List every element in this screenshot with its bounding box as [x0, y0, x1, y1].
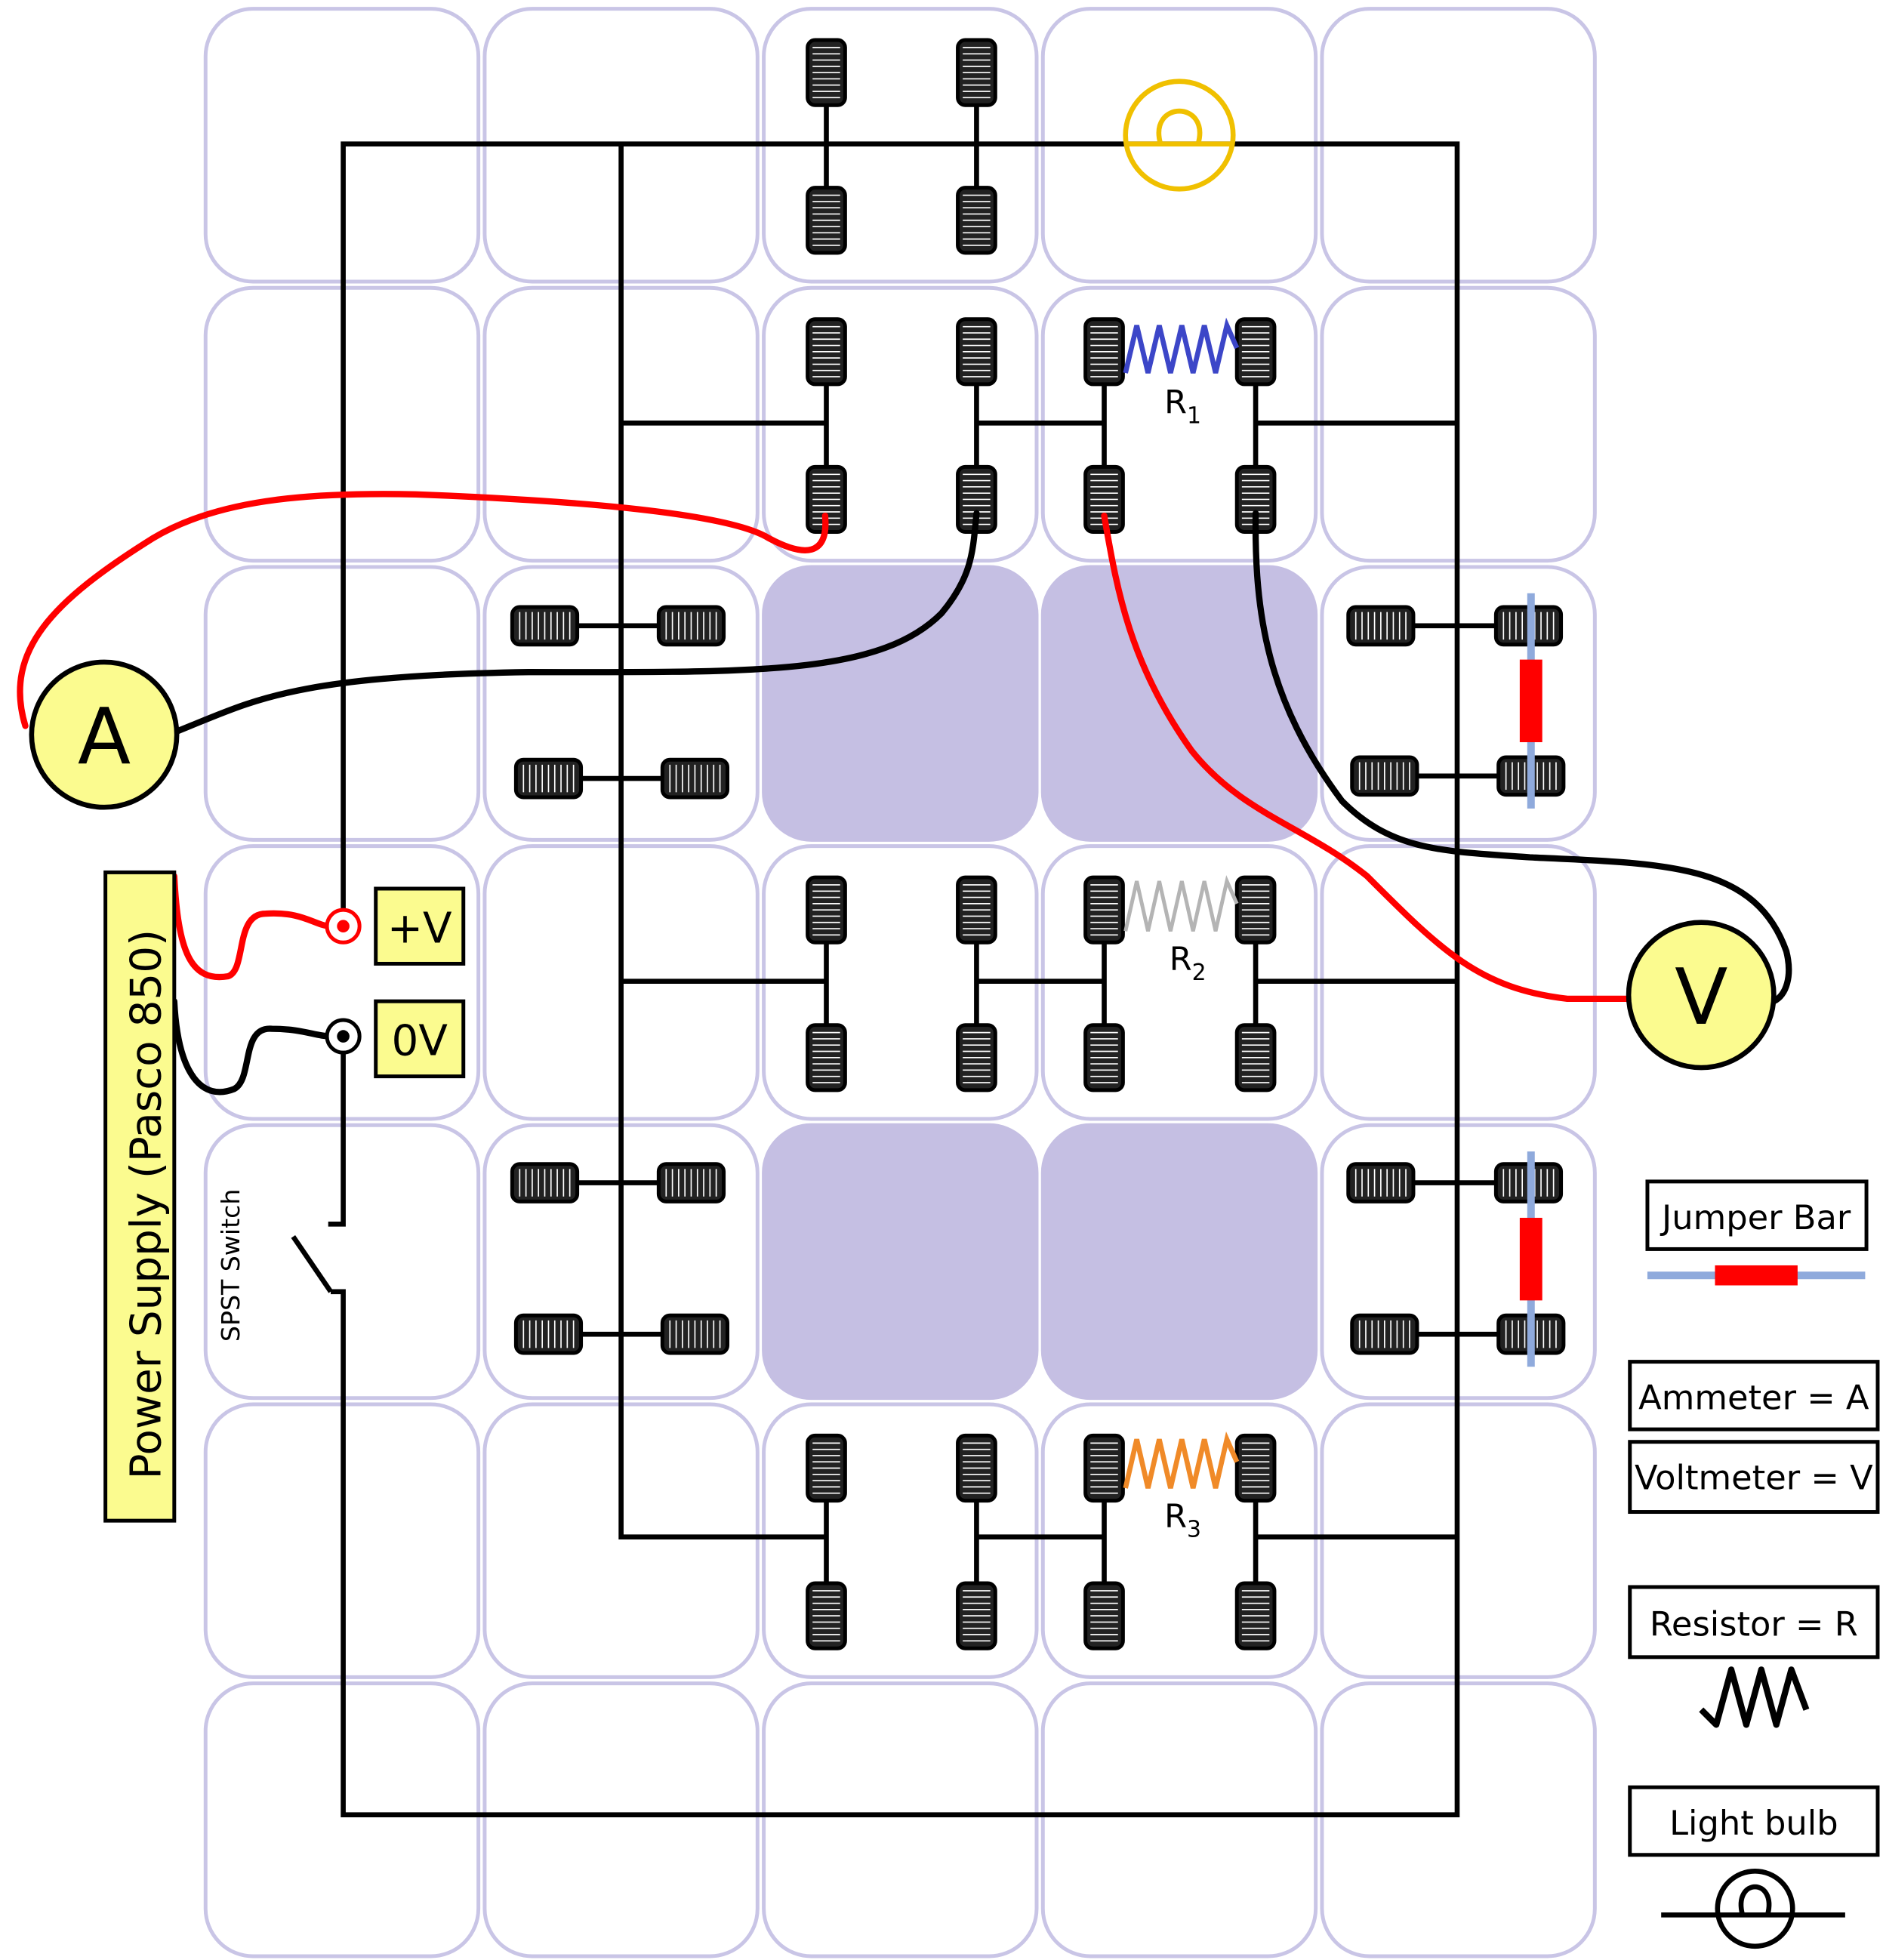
terminal-pad[interactable]: [806, 186, 847, 255]
switch-blade: [291, 1234, 333, 1293]
terminal-pad[interactable]: [806, 1023, 847, 1092]
terminal-pad[interactable]: [1083, 1433, 1125, 1503]
terminal-pad[interactable]: [806, 317, 847, 387]
legend-bulb: Light bulb: [1669, 1803, 1838, 1843]
terminal-pad[interactable]: [1083, 875, 1125, 945]
terminal-pad[interactable]: [1234, 1581, 1277, 1650]
jumper-bar: [1519, 593, 1542, 809]
plus-v-label: +V: [387, 904, 452, 953]
bulb-legend-icon: [1661, 1868, 1845, 1949]
breadboard-cell: [1040, 1681, 1318, 1958]
psu-red-lead: [171, 873, 334, 981]
voltmeter-symbol: V: [1675, 953, 1727, 1043]
main-loop-wire: [331, 141, 1460, 1818]
terminal-pad[interactable]: [806, 1433, 847, 1503]
voltmeter-red-lead: [1101, 512, 1633, 1003]
terminal-pad[interactable]: [1083, 1581, 1125, 1650]
r2-label: R2: [1170, 941, 1207, 986]
terminal-pad[interactable]: [956, 1581, 997, 1650]
power-supply-label: Power Supply (Pasco 850): [122, 929, 171, 1480]
terminal-pad[interactable]: [1234, 1023, 1277, 1092]
ammeter-red-lead: [17, 491, 829, 729]
switch-label: SPST Switch: [216, 1189, 245, 1342]
terminal-pad[interactable]: [660, 757, 730, 800]
zero-v-label: 0V: [392, 1016, 448, 1065]
terminal-pad[interactable]: [510, 605, 580, 647]
blocked-cell: [762, 565, 1039, 842]
terminal-pad[interactable]: [956, 317, 997, 387]
power-supply: Power Supply (Pasco 850) +V 0V: [103, 870, 466, 1523]
voltmeter: V: [1626, 920, 1777, 1071]
terminal-pad[interactable]: [956, 1433, 997, 1503]
ammeter-symbol: A: [78, 692, 131, 782]
r1-label: R1: [1164, 384, 1201, 429]
r3-label: R3: [1164, 1497, 1201, 1542]
terminal-pads: [510, 38, 1566, 1650]
breadboard-cell: [762, 1681, 1039, 1958]
switch-upper-wire: [328, 1036, 346, 1227]
legend-ammeter: Ammeter = A: [1638, 1378, 1869, 1418]
terminal-pad[interactable]: [1083, 317, 1125, 387]
inner-left-wire: [618, 143, 827, 1540]
resistor-r3: [1123, 1431, 1240, 1489]
voltmeter-black-lead: [1252, 510, 1792, 1005]
terminal-pad[interactable]: [956, 1023, 997, 1092]
terminal-pad[interactable]: [806, 875, 847, 945]
terminal-pad[interactable]: [1234, 1433, 1277, 1503]
terminal-pad[interactable]: [656, 1162, 726, 1203]
blocked-cell: [1040, 565, 1318, 842]
terminal-pad[interactable]: [513, 757, 584, 800]
terminal-pad[interactable]: [1083, 1023, 1125, 1092]
terminal-pad[interactable]: [806, 38, 847, 107]
bulb-filament: [1125, 109, 1234, 146]
terminal-pad[interactable]: [1234, 317, 1277, 387]
psu-black-lead: [171, 998, 334, 1096]
terminal-pad[interactable]: [513, 1313, 584, 1355]
terminal-pad[interactable]: [1350, 1313, 1419, 1355]
terminal-pad[interactable]: [1234, 875, 1277, 945]
terminal-pad[interactable]: [1346, 605, 1416, 647]
terminal-pad[interactable]: [956, 38, 997, 107]
resistor-r1: [1123, 317, 1240, 374]
terminal-pad[interactable]: [806, 1581, 847, 1650]
terminal-pad[interactable]: [1346, 1162, 1416, 1203]
legend-jumper: Jumper Bar: [1660, 1197, 1851, 1237]
terminal-pad[interactable]: [1234, 464, 1277, 535]
resistor-legend-icon: [1699, 1666, 1810, 1728]
terminal-pad[interactable]: [956, 875, 997, 945]
legend: Jumper Bar Ammeter = A Voltmeter = V Res…: [1628, 1179, 1880, 1949]
terminal-pad[interactable]: [1350, 755, 1419, 797]
ammeter: A: [29, 659, 180, 810]
bulb-icon: [1123, 79, 1236, 192]
jumper-bar: [1519, 1151, 1542, 1367]
terminal-pad[interactable]: [956, 186, 997, 255]
terminal-pad[interactable]: [656, 605, 726, 647]
legend-voltmeter: Voltmeter = V: [1635, 1458, 1873, 1498]
legend-resistor: Resistor = R: [1650, 1604, 1858, 1644]
ammeter-black-lead: [174, 510, 980, 735]
light-bulb: [1123, 79, 1236, 192]
resistor-r2: [1123, 875, 1239, 932]
terminal-pad[interactable]: [510, 1162, 580, 1203]
blocked-cell: [1040, 1123, 1318, 1401]
terminal-pad[interactable]: [660, 1313, 730, 1355]
blocked-cell: [762, 1123, 1039, 1401]
breadboard-cell: [482, 1681, 760, 1958]
